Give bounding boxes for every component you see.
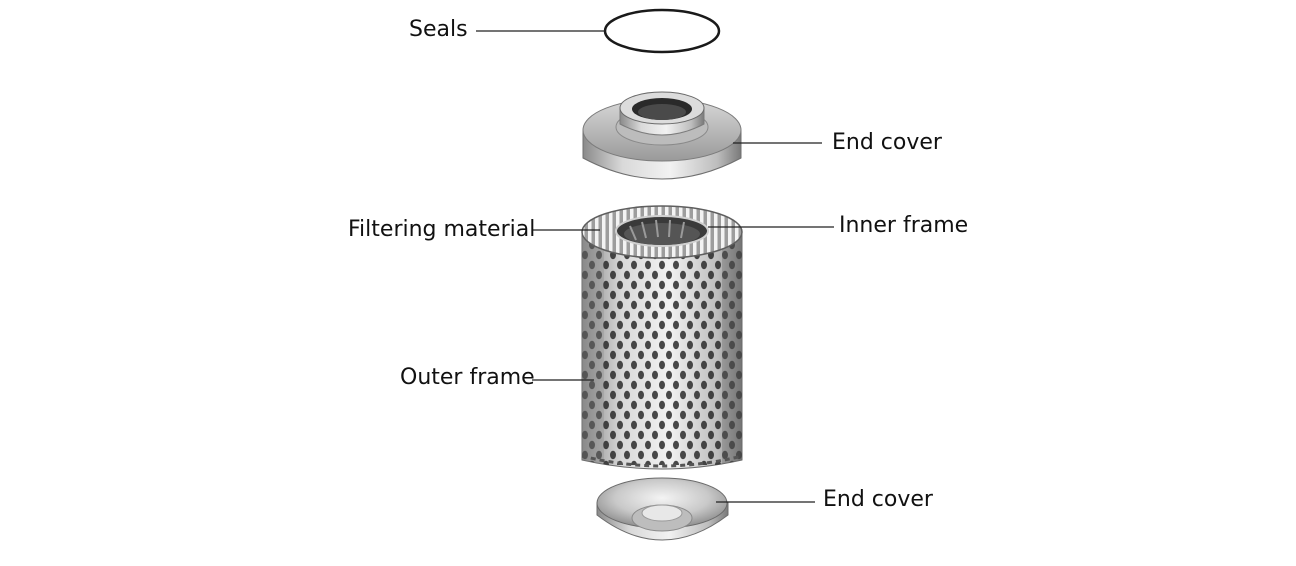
label-inner-frame: Inner frame: [839, 213, 969, 238]
top-end-cover: [582, 91, 742, 180]
label-seals: Seals: [409, 17, 468, 42]
bottom-end-cover: [596, 477, 729, 541]
inner-frame: [615, 215, 709, 247]
seal-ring: [603, 8, 721, 54]
label-outer-frame: Outer frame: [400, 365, 535, 390]
label-end-cover-top: End cover: [832, 130, 942, 155]
label-filtering-material: Filtering material: [348, 217, 536, 242]
outer-frame-cylinder: [581, 231, 743, 470]
label-end-cover-bottom: End cover: [823, 487, 933, 512]
leader-lines: [476, 30, 834, 503]
